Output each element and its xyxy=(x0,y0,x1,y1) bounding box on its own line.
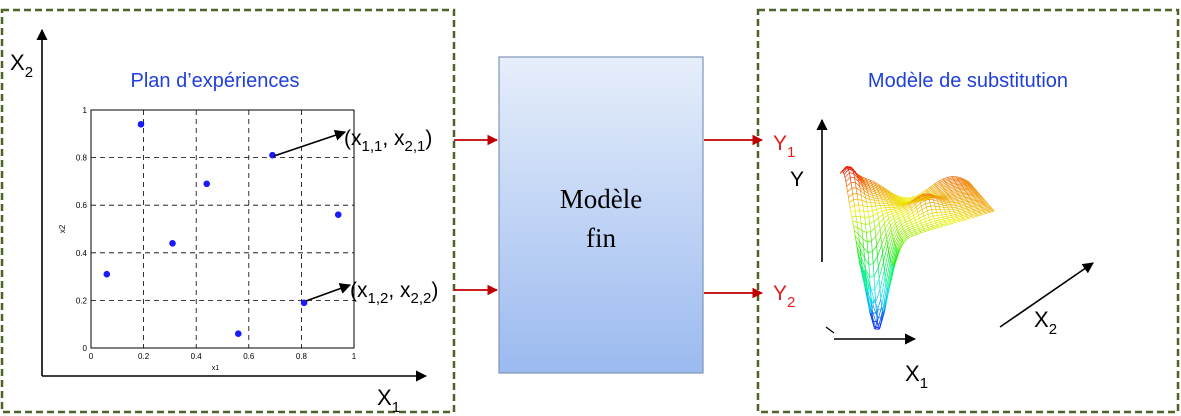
annotation-arrow-2 xyxy=(305,283,352,302)
scatter-point xyxy=(300,299,308,307)
output-label-2: Y2 xyxy=(773,282,795,311)
scatter-plot: 0 0.2 0.4 0.6 0.8 1 0 0.2 0.4 0.6 0.8 1 x1 x2 xyxy=(58,106,357,372)
scatter-point xyxy=(203,180,211,188)
y-tick-label: 0.8 xyxy=(76,154,88,163)
right-panel-frame xyxy=(756,8,1180,414)
surface-x2-axis xyxy=(999,262,1094,328)
scatter-point xyxy=(103,270,111,278)
left-panel-frame xyxy=(0,8,456,414)
scatter-point xyxy=(269,151,276,159)
y-tick-label: 0.4 xyxy=(76,249,88,258)
scatter-point xyxy=(234,330,242,338)
scatter-point xyxy=(334,211,342,219)
x-tick-label: 0.4 xyxy=(191,352,203,361)
y-tick-label: 1 xyxy=(83,106,88,115)
plot-area xyxy=(90,109,355,349)
x-tick-label: 0 xyxy=(89,352,94,361)
surface-mesh xyxy=(839,166,995,330)
scatter-point xyxy=(169,239,176,247)
outer-x-axis-label: X1 xyxy=(377,385,400,416)
annotation-1: (x1,1, x2,1) xyxy=(344,127,432,155)
output-label-1: Y1 xyxy=(773,132,795,161)
annotation-2: (x1,2, x2,2) xyxy=(350,279,438,307)
x-tick-label: 0.6 xyxy=(243,352,255,361)
surface-x1-label: X1 xyxy=(905,361,928,392)
fine-model-box: Modèle fin xyxy=(498,56,704,374)
right-panel: Modèle de substitution Y X1 X2 xyxy=(790,70,1094,392)
model-box-line1: Modèle xyxy=(560,184,642,214)
right-panel-title: Modèle de substitution xyxy=(868,70,1068,92)
y-tick-label: 0.2 xyxy=(76,296,88,305)
x-axis-label: x1 xyxy=(212,365,220,372)
x-tick-label: 0.8 xyxy=(296,352,308,361)
surface-x2-label: X2 xyxy=(1034,307,1057,338)
y-axis-label: x2 xyxy=(58,224,67,233)
y-tick-label: 0 xyxy=(83,344,88,353)
x-tick-label: 1 xyxy=(352,352,357,361)
y-tick-label: 0.6 xyxy=(76,201,88,210)
annotation-arrow-1 xyxy=(273,129,347,157)
outer-y-axis-label: X2 xyxy=(10,50,33,81)
axis-tick-mark xyxy=(825,326,835,334)
scatter-point xyxy=(137,120,145,128)
model-box-line2: fin xyxy=(586,223,616,253)
surface-y-label: Y xyxy=(790,168,804,191)
x-tick-label: 0.2 xyxy=(138,352,150,361)
left-panel-title: Plan d’expériences xyxy=(131,70,300,92)
